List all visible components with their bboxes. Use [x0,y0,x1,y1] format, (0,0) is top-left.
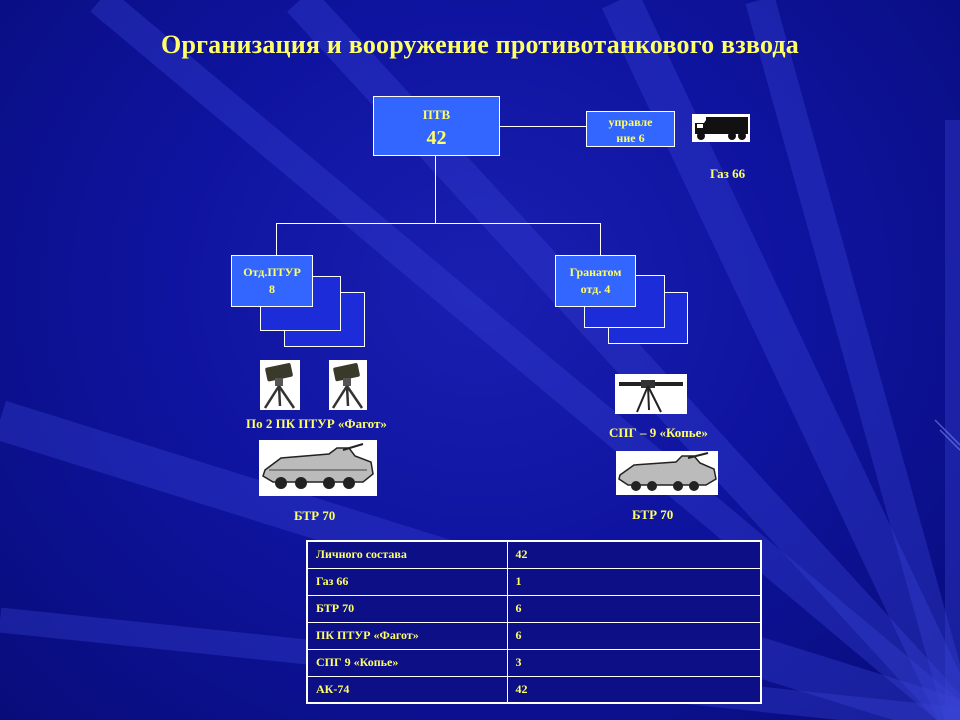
connector-root-down [435,156,436,224]
table-row: БТР 70 6 [306,594,762,623]
page-title: Организация и вооружение противотанковог… [161,30,799,59]
control-unit-line2: ние 6 [616,131,645,145]
root-unit-name: ПТВ [422,107,451,122]
table-cell-name: БТР 70 [306,594,508,623]
table-row: СПГ 9 «Копье» 3 [306,648,762,677]
connector-horizontal [276,223,601,224]
table-cell-value: 42 [506,540,762,569]
connector-root-control [500,126,586,127]
table-row: Газ 66 1 [306,567,762,596]
table-cell-value: 6 [506,594,762,623]
connector-right-down [600,223,601,255]
table-cell-name: ПК ПТУР «Фагот» [306,621,508,650]
table-cell-value: 42 [506,675,762,704]
atgm-launcher-icon [329,360,367,410]
apc-icon [259,440,377,496]
control-unit-box: управле ние 6 [586,111,675,147]
grenade-squad-box: Гранатом отд. 4 [555,255,636,307]
table-row: АК-74 42 [306,675,762,704]
spg-caption: СПГ – 9 «Копье» [609,425,708,440]
root-unit-box: ПТВ 42 [373,96,500,156]
recoilless-gun-icon [615,374,687,414]
btr-right-caption: БТР 70 [632,507,674,522]
apc-icon [616,451,718,495]
atgm-squad-box: Отд.ПТУР 8 [231,255,313,307]
table-cell-value: 3 [506,648,762,677]
atgm-caption: По 2 ПК ПТУР «Фагот» [246,416,387,431]
atgm-launcher-icon [260,360,300,410]
connector-left-down [276,223,277,255]
atgm-squad-line1: Отд.ПТУР [243,265,301,279]
btr-left-caption: БТР 70 [294,508,336,523]
table-row: ПК ПТУР «Фагот» 6 [306,621,762,650]
truck-icon [692,114,750,142]
root-unit-count: 42 [426,127,447,149]
table-cell-name: АК-74 [306,675,508,704]
table-cell-name: СПГ 9 «Копье» [306,648,508,677]
control-unit-line1: управле [608,115,653,129]
summary-table: Личного состава 42 Газ 66 1 БТР 70 6 ПК … [306,540,762,704]
gaz-label: Газ 66 [710,166,746,181]
grenade-squad-line2: отд. 4 [580,282,611,296]
grenade-squad-line1: Гранатом [569,265,622,279]
table-cell-name: Личного состава [306,540,508,569]
table-cell-value: 1 [506,567,762,596]
table-cell-name: Газ 66 [306,567,508,596]
table-cell-value: 6 [506,621,762,650]
table-row: Личного состава 42 [306,540,762,569]
atgm-squad-line2: 8 [269,282,275,296]
